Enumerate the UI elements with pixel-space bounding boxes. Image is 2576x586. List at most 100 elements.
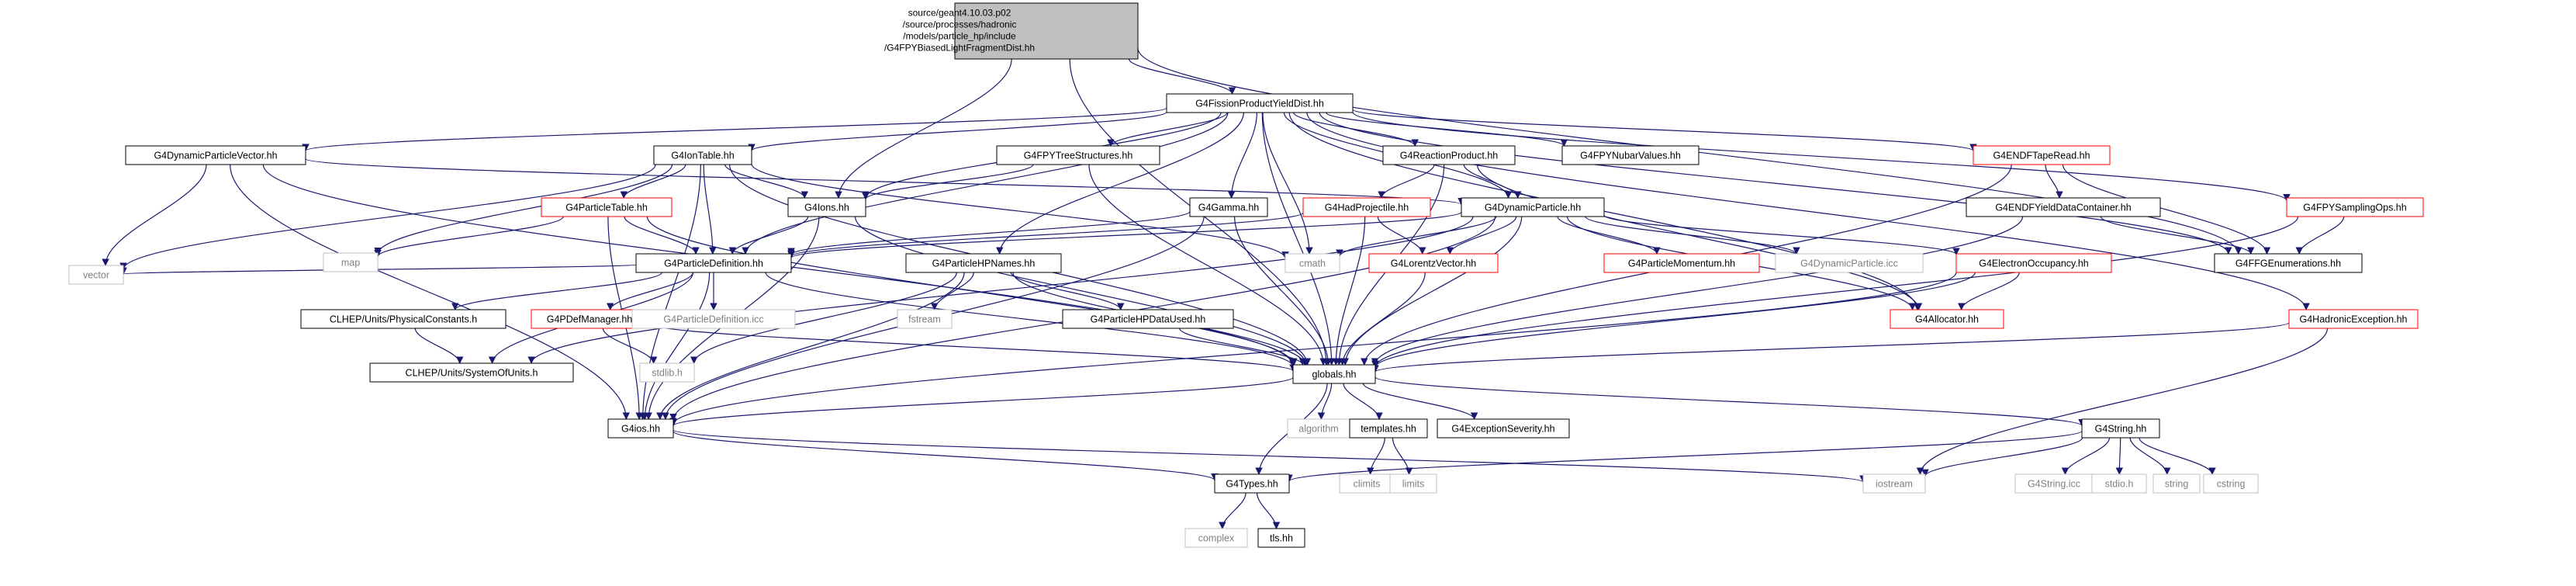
node-tls[interactable]: tls.hh	[1257, 528, 1305, 548]
node-dynpart[interactable]: G4DynamicParticle.hh	[1461, 197, 1605, 217]
node-box	[1775, 253, 1924, 273]
node-box	[897, 309, 953, 329]
edge-pdefmgr-to-globals	[647, 322, 1297, 373]
root-label-line: source/geant4.10.03.p02	[908, 8, 1011, 19]
node-vector: vector	[68, 265, 124, 285]
node-label: CLHEP/Units/PhysicalConstants.h	[330, 314, 477, 324]
node-fpyts[interactable]: G4FPYTreeStructures.hh	[996, 145, 1160, 165]
node-hadproj[interactable]: G4HadProjectile.hh	[1302, 197, 1431, 217]
node-hadexc[interactable]: G4HadronicException.hh	[2288, 309, 2419, 329]
node-phpnames[interactable]: G4ParticleHPNames.hh	[905, 253, 1062, 273]
edge-hadexc-to-iostream	[1916, 328, 2329, 475]
node-iontable[interactable]: G4IonTable.hh	[653, 145, 752, 165]
node-gamma[interactable]: G4Gamma.hh	[1189, 197, 1268, 217]
node-endftape[interactable]: G4ENDFTapeRead.hh	[1973, 145, 2111, 165]
edge-ptable-to-globals	[646, 216, 1298, 366]
node-box	[1257, 528, 1305, 548]
edge-iontable-to-map	[374, 164, 673, 255]
node-label: G4FissionProductYieldDist.hh	[1195, 98, 1324, 109]
node-complex: complex	[1184, 528, 1248, 548]
edges-layer	[102, 47, 2345, 529]
node-box	[787, 197, 866, 217]
edge-iontable-to-ptable	[620, 164, 686, 199]
edge-globals-to-algorithm	[1317, 383, 1333, 420]
node-label: G4Ions.hh	[804, 202, 849, 213]
node-lorentz[interactable]: G4LorentzVector.hh	[1368, 253, 1499, 273]
node-box	[1437, 418, 1570, 439]
edge-gamma-to-globals	[1234, 216, 1333, 366]
edge-dpv-to-vector	[102, 164, 207, 266]
node-clhepphys[interactable]: CLHEP/Units/PhysicalConstants.h	[300, 309, 507, 329]
root-label-line: /G4FPYBiasedLightFragmentDist.hh	[884, 43, 1035, 54]
edge-dpv-to-dynpart	[305, 158, 1465, 206]
node-ions[interactable]: G4Ions.hh	[787, 197, 866, 217]
edge-globals-to-templates	[1343, 383, 1383, 420]
node-box	[639, 362, 695, 383]
edge-clhepphys-to-clhepsys	[414, 328, 464, 364]
node-label: complex	[1198, 532, 1235, 543]
node-fpyd[interactable]: G4FissionProductYieldDist.hh	[1166, 93, 1354, 113]
node-allocator[interactable]: G4Allocator.hh	[1890, 309, 2004, 329]
node-label: G4ParticleMomentum.hh	[1628, 258, 1735, 269]
edge-phpdata-to-globals	[1179, 328, 1307, 366]
node-box	[1368, 253, 1499, 273]
node-g4ios[interactable]: G4ios.hh	[607, 418, 674, 439]
edge-g4string-to-stringicc	[2061, 437, 2111, 475]
node-box	[68, 265, 124, 285]
node-string: string	[2152, 473, 2201, 494]
node-label: cmath	[1299, 258, 1326, 269]
edge-fpyd-to-dpv	[302, 107, 1167, 152]
edge-ptable-to-map	[374, 216, 564, 258]
node-pdefmgr[interactable]: G4PDefManager.hh	[531, 309, 648, 329]
edge-eocc-to-allocator	[1957, 272, 2020, 310]
nodes-layer: source/geant4.10.03.p02/source/processes…	[68, 2, 2424, 548]
node-excsev[interactable]: G4ExceptionSeverity.hh	[1437, 418, 1570, 439]
node-label: G4Gamma.hh	[1198, 202, 1260, 213]
edge-gamma-to-pdef	[787, 210, 1191, 256]
node-fstream: fstream	[897, 309, 953, 329]
edge-types-to-tls	[1256, 492, 1281, 529]
node-globals[interactable]: globals.hh	[1292, 364, 1376, 384]
node-stdlib: stdlib.h	[639, 362, 695, 383]
node-box	[1561, 145, 1699, 165]
node-label: G4ParticleTable.hh	[565, 202, 648, 213]
edge-iontable-to-g4ios	[638, 164, 701, 420]
node-pdef[interactable]: G4ParticleDefinition.hh	[635, 253, 792, 273]
node-reactprod[interactable]: G4ReactionProduct.hh	[1382, 145, 1516, 165]
node-dpv[interactable]: G4DynamicParticleVector.hh	[125, 145, 306, 165]
node-nubar[interactable]: G4FPYNubarValues.hh	[1561, 145, 1699, 165]
node-sampling[interactable]: G4FPYSamplingOps.hh	[2286, 197, 2424, 217]
edge-ions-to-pdef	[728, 216, 809, 255]
node-box	[1062, 309, 1234, 329]
node-label: stdio.h	[2105, 478, 2134, 489]
node-endfydc[interactable]: G4ENDFYieldDataContainer.hh	[1966, 197, 2161, 217]
node-box	[996, 145, 1160, 165]
node-box	[1285, 253, 1340, 273]
node-root[interactable]: source/geant4.10.03.p02/source/processes…	[884, 2, 1139, 60]
node-label: G4ElectronOccupancy.hh	[1979, 258, 2089, 269]
node-clhepsys[interactable]: CLHEP/Units/SystemOfUnits.h	[369, 362, 574, 383]
edge-hadproj-to-globals	[1332, 216, 1366, 366]
node-box	[635, 253, 792, 273]
edge-phpnames-to-stdlib	[690, 272, 957, 364]
node-label: G4ExceptionSeverity.hh	[1451, 423, 1554, 434]
edge-dynpart-to-globals	[1341, 216, 1523, 366]
node-pmom[interactable]: G4ParticleMomentum.hh	[1603, 253, 1760, 273]
edge-dynpart-to-pmom	[1557, 216, 1661, 255]
node-label: algorithm	[1298, 423, 1338, 434]
node-label: G4ParticleDefinition.hh	[664, 258, 763, 269]
edge-endftape-to-ffgenum	[2062, 164, 2271, 255]
node-ptable[interactable]: G4ParticleTable.hh	[541, 197, 673, 217]
node-box	[1382, 145, 1516, 165]
node-phpdata[interactable]: G4ParticleHPDataUsed.hh	[1062, 309, 1234, 329]
node-ffgenum[interactable]: G4FFGEnumerations.hh	[2214, 253, 2363, 273]
node-eocc[interactable]: G4ElectronOccupancy.hh	[1955, 253, 2112, 273]
node-types[interactable]: G4Types.hh	[1214, 473, 1290, 494]
node-templates[interactable]: templates.hh	[1349, 418, 1428, 439]
node-box	[1349, 418, 1428, 439]
node-box	[1955, 253, 2112, 273]
node-g4string[interactable]: G4String.hh	[2081, 418, 2160, 439]
edge-dynpart-to-clhepsys	[527, 216, 1474, 364]
node-box	[369, 362, 574, 383]
